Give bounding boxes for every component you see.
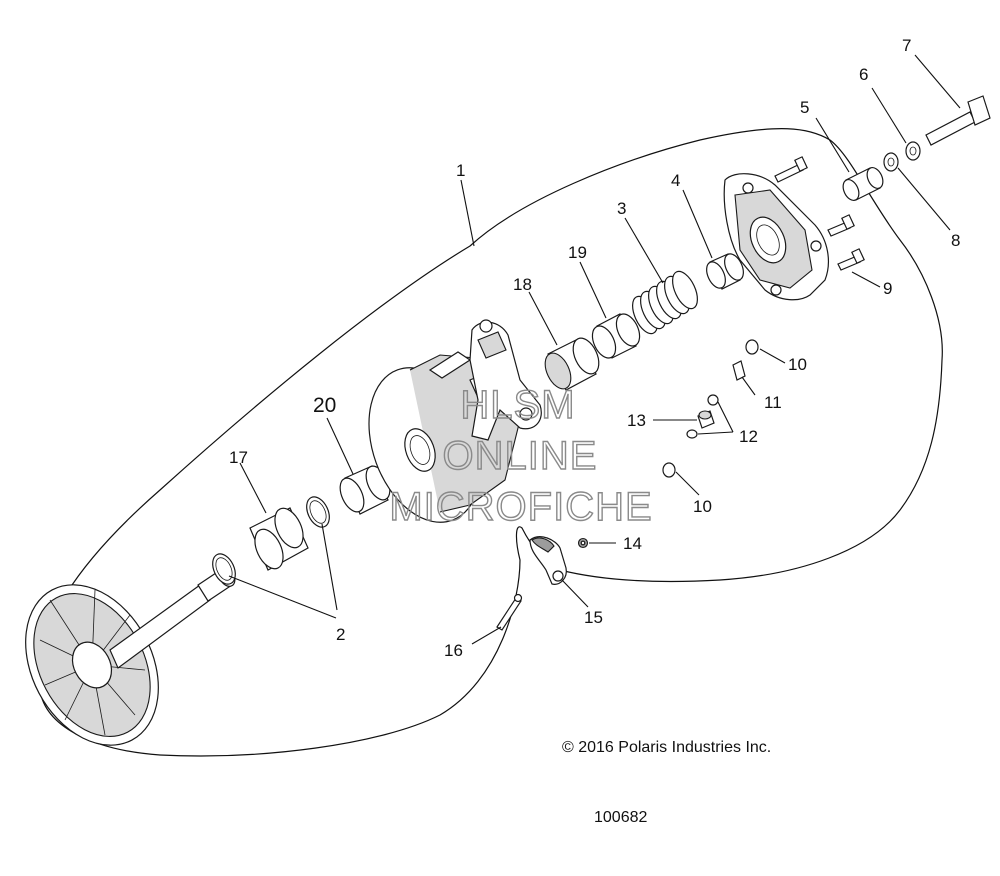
callout-16: 16 <box>444 641 463 660</box>
callout-9: 9 <box>883 279 892 298</box>
bushing-19-part <box>591 313 641 359</box>
leader-lines <box>228 54 961 645</box>
watermark-line-1: HLSM <box>460 383 575 427</box>
callout-13: 13 <box>627 411 646 430</box>
callout-4: 4 <box>671 171 680 190</box>
bolt-part <box>774 156 865 271</box>
small-washer-part <box>686 394 719 439</box>
cover-bushing-part <box>706 253 744 290</box>
callout-2: 2 <box>336 625 345 644</box>
callout-10-lower: 10 <box>693 497 712 516</box>
callout-12: 12 <box>739 427 758 446</box>
spacer-bushing-part <box>544 337 600 391</box>
callout-7: 7 <box>902 36 911 55</box>
callout-11: 11 <box>764 393 782 412</box>
watermark-line-3: MICROFICHE <box>389 485 652 529</box>
long-bolt-part <box>925 95 991 146</box>
nut-part <box>577 537 589 549</box>
spider-part <box>469 319 542 441</box>
callout-19: 19 <box>568 243 587 262</box>
cover-part <box>723 173 829 301</box>
callout-6: 6 <box>859 65 868 84</box>
figure-id: 100682 <box>594 809 647 826</box>
callout-1: 1 <box>456 161 465 180</box>
callout-3: 3 <box>617 199 626 218</box>
spacer-part <box>842 167 884 201</box>
pin-part <box>732 360 746 381</box>
callout-8: 8 <box>951 231 960 250</box>
button-part <box>697 410 715 429</box>
callout-14: 14 <box>623 534 642 553</box>
spring-part <box>632 270 698 335</box>
callout-15: 15 <box>584 608 603 627</box>
sleeve-part <box>249 507 309 571</box>
roller-part <box>662 339 759 478</box>
callout-18: 18 <box>513 275 532 294</box>
bushing-part <box>339 465 391 515</box>
callout-17: 17 <box>229 448 248 467</box>
watermark-line-2: ONLINE <box>443 434 598 478</box>
callout-20: 20 <box>313 394 336 417</box>
fixed-sheave-part <box>25 567 236 746</box>
cotter-pin-part <box>496 593 523 631</box>
callout-10-upper: 10 <box>788 355 807 374</box>
cam-arm-part <box>529 536 567 585</box>
callout-5: 5 <box>800 98 809 117</box>
copyright-notice: © 2016 Polaris Industries Inc. <box>562 739 771 756</box>
watermark: HLSM ONLINE MICROFICHE <box>389 382 653 529</box>
washer-part <box>883 141 921 172</box>
